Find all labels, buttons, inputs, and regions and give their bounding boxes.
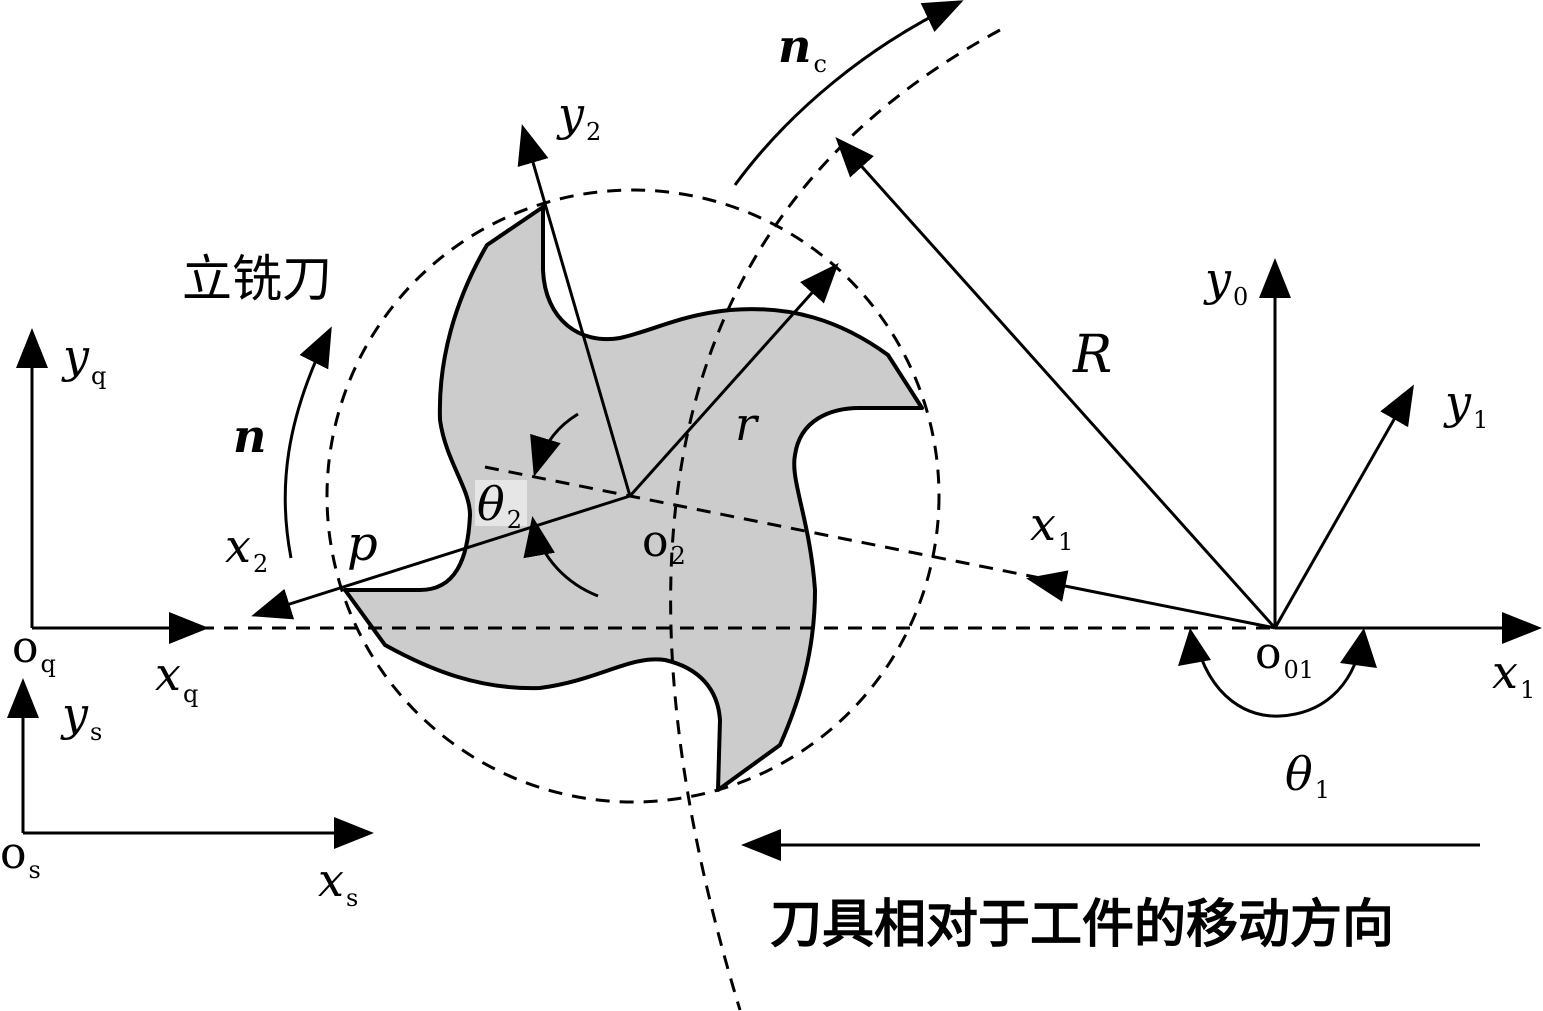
y1-label: y1: [1443, 375, 1488, 434]
spindle-rotation-arc: [283, 326, 332, 559]
o01-label: o01: [1255, 628, 1314, 684]
R-radius-arrow: [835, 137, 1277, 630]
R-label: R: [1072, 325, 1112, 385]
cutter-dashed-circle: [325, 188, 941, 804]
o2-label: o2: [642, 516, 686, 570]
theta2-label-background: [475, 480, 527, 526]
theta1-angle-arc: [1193, 637, 1364, 718]
x2-axis-arrow: [251, 494, 631, 620]
revolution-arc-arrow: [733, 0, 964, 186]
theta1-label: θ1: [1285, 747, 1330, 804]
n-label: n: [233, 409, 266, 463]
end-mill-cutter-body: [343, 205, 924, 792]
theta2-arc-upper: [530, 412, 579, 477]
tool-name-label: 立铣刀: [182, 250, 332, 308]
tool-center-path-arc: [669, 28, 1001, 1011]
yq-label: yq: [61, 329, 106, 390]
motion-direction-label: 刀具相对于工件的移动方向: [770, 895, 1394, 955]
y2-axis-arrow: [517, 124, 632, 497]
ys-label: ys: [60, 687, 102, 746]
y2-label: y2: [556, 87, 601, 146]
y1-axis-arrow: [1273, 384, 1414, 629]
x1-rotating-axis-arrow: [1026, 570, 1276, 630]
x1-axis-label: x1: [1492, 645, 1535, 704]
theta2-arc-lower: [523, 516, 599, 598]
y0-label: y0: [1203, 252, 1248, 311]
oq-label: oq: [12, 622, 56, 678]
xq-label: xq: [155, 647, 198, 708]
theta1-arrowhead-left: [1178, 628, 1211, 666]
theta1-arrowhead-right: [1340, 628, 1377, 668]
nc-label: nc: [778, 19, 827, 78]
xs-label: xs: [318, 853, 358, 912]
r-label: r: [735, 397, 760, 451]
p-label: p: [347, 516, 378, 572]
x2-label: x2: [225, 519, 268, 578]
r-radius-arrow: [628, 263, 839, 498]
theta2-label: θ2: [477, 477, 522, 534]
x1-inner-label: x1: [1030, 497, 1073, 556]
os-label: os: [0, 828, 41, 884]
